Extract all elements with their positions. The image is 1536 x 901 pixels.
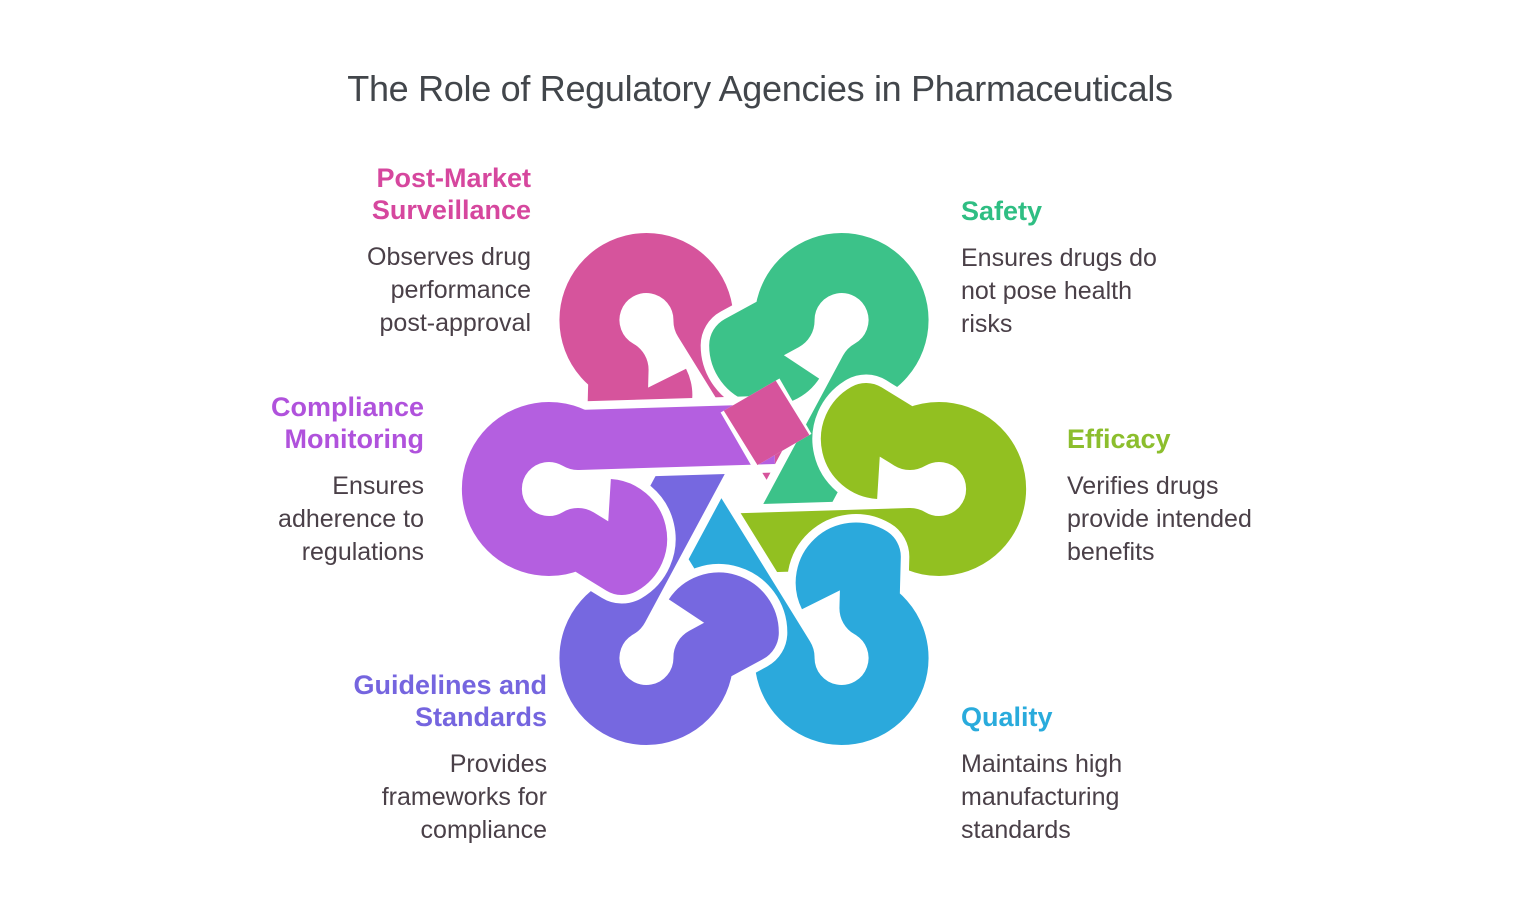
callout-title-efficacy: Efficacy	[1067, 424, 1171, 454]
callout-compliance-monitoring: Compliance Monitoring Ensures adherence …	[94, 391, 424, 569]
callout-title-post-market-surveillance: Post-Market Surveillance	[371, 163, 531, 225]
knot-loop-quality	[648, 470, 938, 754]
knot-loop-compliance-monitoring	[453, 393, 776, 604]
knot-loop-quality-stroke	[655, 474, 929, 745]
callout-title-compliance-monitoring: Compliance Monitoring	[270, 392, 424, 454]
callout-quality: Quality Maintains high manufacturing sta…	[961, 701, 1261, 847]
callout-desc-efficacy: Verifies drugs provide intended benefits	[1067, 472, 1252, 566]
knot-loop-safety	[700, 224, 938, 561]
callout-desc-compliance-monitoring: Ensures adherence to regulations	[278, 472, 424, 566]
callout-desc-guidelines-standards: Provides frameworks for compliance	[381, 750, 547, 844]
callout-efficacy: Efficacy Verifies drugs provide intended…	[1067, 423, 1367, 569]
knot-loop-compliance-monitoring-stroke	[461, 402, 775, 595]
callout-post-market-surveillance: Post-Market Surveillance Observes drug p…	[201, 162, 531, 340]
callout-title-guidelines-standards: Guidelines and Standards	[353, 670, 547, 732]
callout-desc-safety: Ensures drugs do not pose health risks	[961, 244, 1157, 338]
callout-title-quality: Quality	[961, 702, 1053, 732]
knot-loop-guidelines-standards-stroke	[559, 421, 779, 745]
knot-loop-efficacy-stroke	[713, 383, 1027, 576]
callout-title-safety: Safety	[961, 196, 1043, 226]
callout-safety: Safety Ensures drugs do not pose health …	[961, 195, 1261, 341]
callout-guidelines-standards: Guidelines and Standards Provides framew…	[217, 669, 547, 847]
knot-loop-guidelines-standards	[550, 417, 788, 754]
callout-desc-quality: Maintains high manufacturing standards	[961, 750, 1123, 844]
callout-desc-post-market-surveillance: Observes drug performance post-approval	[367, 243, 531, 337]
knot-loop-safety-stroke	[709, 233, 929, 557]
knot-loop-efficacy	[712, 374, 1035, 585]
page-title: The Role of Regulatory Agencies in Pharm…	[347, 68, 1173, 109]
